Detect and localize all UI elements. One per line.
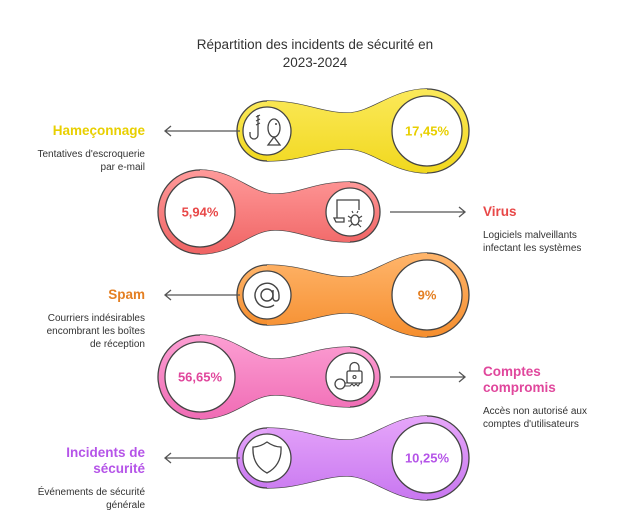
icon-circle	[242, 106, 292, 156]
incident-title: Comptes compromis	[483, 364, 556, 395]
incident-description: Accès non autorisé aux comptes d'utilisa…	[483, 406, 587, 430]
diagram-title: Répartition des incidents de sécurité en…	[0, 36, 630, 72]
icon-circle	[325, 352, 375, 402]
arrow-icon	[163, 125, 240, 137]
title-line-2: 2023-2024	[282, 55, 348, 70]
percentage-value: 56,65%	[178, 370, 223, 385]
shield-icon	[252, 441, 282, 474]
icon-circle	[325, 187, 375, 237]
value-circle	[391, 422, 463, 494]
value-circle	[164, 341, 236, 413]
incident-capsule: 17,45%	[236, 88, 470, 174]
incident-title: Hameçonnage	[52, 123, 145, 138]
icon-circle	[242, 270, 292, 320]
incident-capsule: 5,94%	[157, 169, 381, 255]
value-circle	[391, 259, 463, 331]
incident-description: Tentatives d'escroquerie par e-mail	[37, 149, 145, 173]
percentage-value: 9%	[418, 288, 437, 303]
incident-description: Événements de sécurité générale	[37, 487, 145, 511]
lock-key-icon	[334, 361, 363, 390]
arrow-icon	[163, 452, 240, 464]
incident-title: Incidents de sécurité	[66, 445, 145, 476]
value-circle	[391, 95, 463, 167]
title-line-1: Répartition des incidents de sécurité en	[196, 37, 434, 52]
fishing-hook-fish-icon	[249, 114, 282, 146]
percentage-value: 17,45%	[405, 124, 450, 139]
incident-capsule: 10,25%	[236, 415, 470, 501]
percentage-value: 5,94%	[182, 205, 219, 220]
percentage-value: 10,25%	[405, 451, 450, 466]
value-circle	[164, 176, 236, 248]
at-sign-icon	[254, 282, 280, 308]
arrow-icon	[390, 371, 467, 383]
arrow-icon	[163, 289, 240, 301]
arrow-icon	[390, 206, 467, 218]
incident-description: Courriers indésirables encombrant les bo…	[46, 313, 145, 350]
incident-capsule: 56,65%	[157, 334, 381, 420]
incident-title: Spam	[108, 287, 145, 302]
incident-description: Logiciels malveillants infectant les sys…	[483, 230, 582, 254]
incident-capsule: 9%	[236, 252, 470, 338]
incident-title: Virus	[483, 204, 517, 219]
laptop-bug-icon	[332, 199, 363, 228]
icon-circle	[242, 433, 292, 483]
